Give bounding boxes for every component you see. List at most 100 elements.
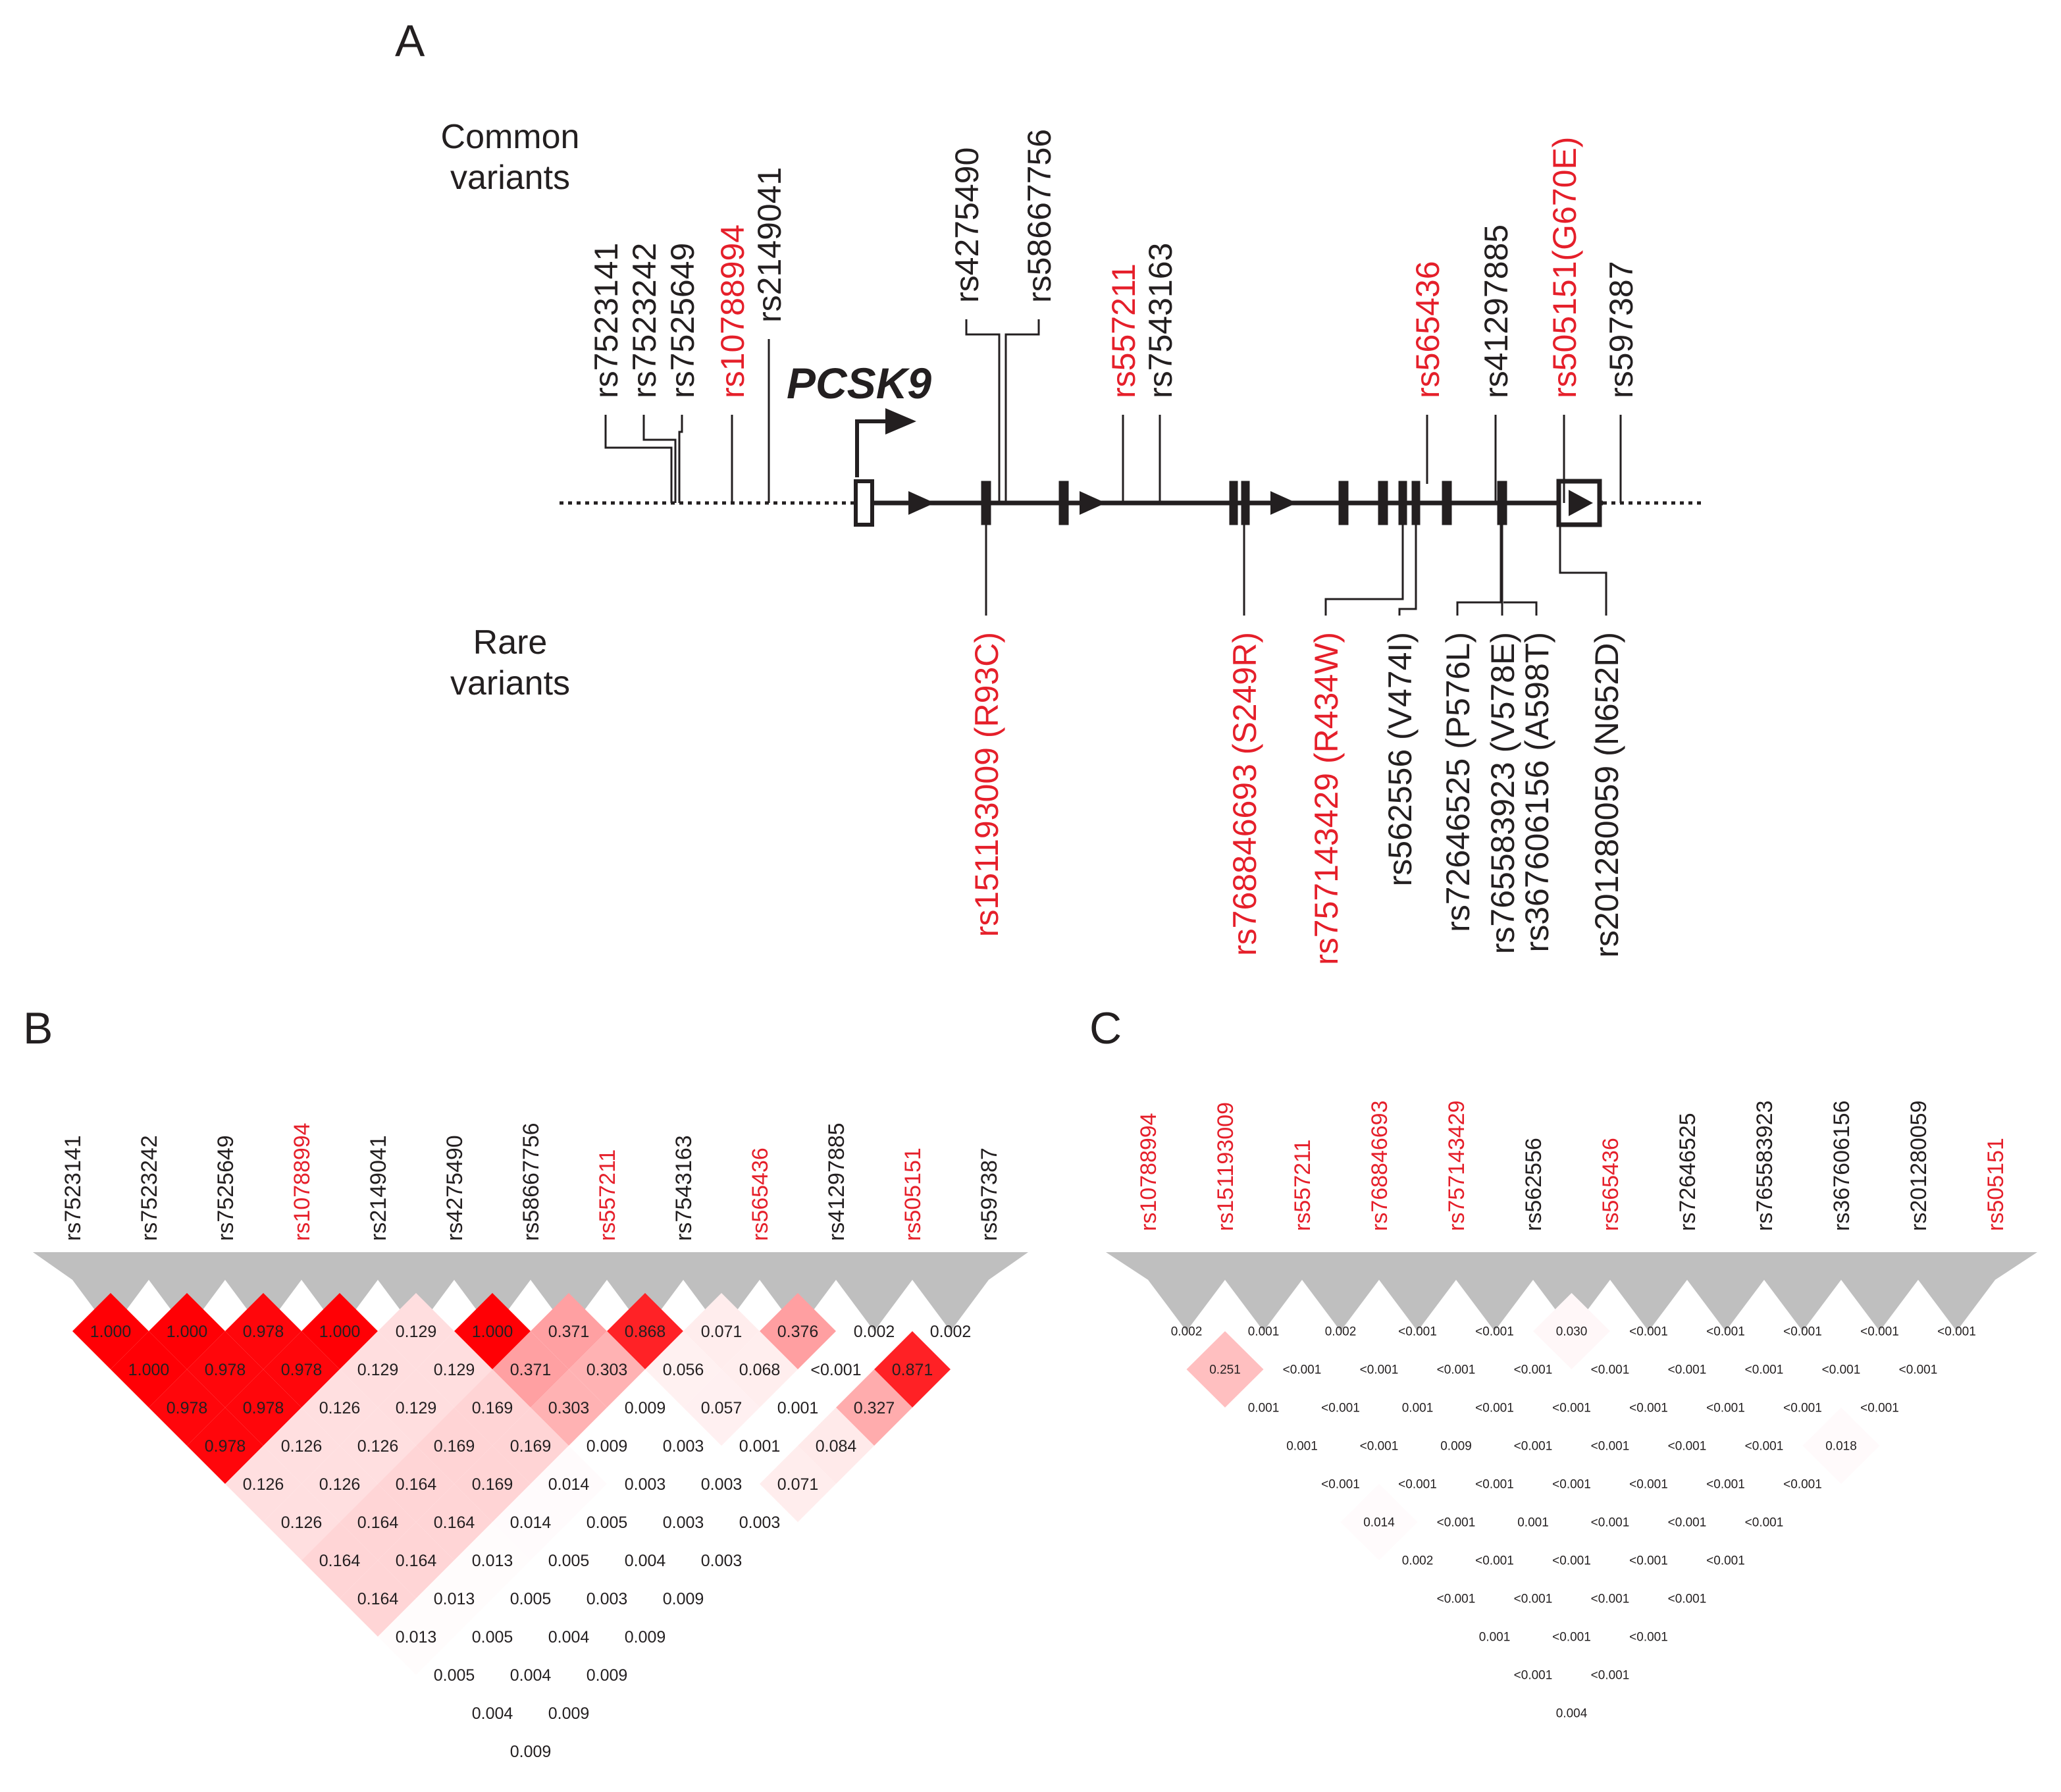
ld-cell-value: 0.057 <box>701 1399 743 1417</box>
ld-cell-value: <0.001 <box>1552 1402 1591 1415</box>
common-variant-label: rs4275490 <box>949 147 985 303</box>
ld-cell-value: <0.001 <box>1783 1325 1822 1339</box>
panel-letter-a: A <box>395 16 425 66</box>
ld-cell-value: <0.001 <box>1899 1363 1938 1377</box>
ld-cell-value: 0.009 <box>1440 1440 1472 1454</box>
ld-snp-label: rs757143429 <box>1444 1100 1469 1231</box>
ld-cell-value: 0.978 <box>243 1399 284 1417</box>
panel-letter-b: B <box>23 1003 53 1053</box>
common-variant-label: rs10788994 <box>714 224 751 398</box>
ld-cell-value: 0.126 <box>281 1514 323 1532</box>
ld-cell-value: <0.001 <box>1283 1363 1322 1377</box>
ld-cell-value: 0.978 <box>205 1437 246 1456</box>
common-variant-label: rs7523141 <box>588 243 625 398</box>
ld-snp-label: rs4275490 <box>442 1135 467 1241</box>
common-variants-label-line1: Common <box>441 118 580 156</box>
ld-cell-value: <0.001 <box>1552 1478 1591 1492</box>
ld-cell-value: 0.129 <box>396 1399 437 1417</box>
ld-cell-value: 0.129 <box>357 1361 399 1379</box>
ld-cell-value: 0.001 <box>777 1399 819 1417</box>
ld-cell-value: <0.001 <box>1398 1325 1437 1339</box>
ld-cell-value: <0.001 <box>1398 1478 1437 1492</box>
ld-cell-value: <0.001 <box>1822 1363 1861 1377</box>
common-variant-label: rs7543163 <box>1142 243 1179 398</box>
gene-name: PCSK9 <box>787 359 931 408</box>
ld-cell-value: 0.003 <box>587 1590 628 1608</box>
ld-cell-value: <0.001 <box>1552 1554 1591 1568</box>
ld-cell-value: <0.001 <box>1706 1325 1745 1339</box>
ld-cell-value: <0.001 <box>1783 1478 1822 1492</box>
ld-cell-value: 0.002 <box>1171 1325 1203 1339</box>
ld-cell-value: 0.009 <box>587 1666 628 1685</box>
ld-cell-value: <0.001 <box>1591 1669 1630 1683</box>
ld-cell-value: 0.169 <box>472 1475 513 1494</box>
ld-cell-value: <0.001 <box>1668 1363 1707 1377</box>
transcription-start-arrow-icon <box>855 408 916 477</box>
rare-variant-leader-line <box>1456 525 1502 616</box>
ld-cell-value: 1.000 <box>319 1323 361 1341</box>
ld-cell-value: 0.001 <box>1286 1440 1318 1454</box>
ld-cell-value: 0.129 <box>434 1361 475 1379</box>
ld-cell-value: <0.001 <box>1629 1402 1668 1415</box>
ld-cell-value: 0.868 <box>625 1323 666 1341</box>
rare-variant-label: rs151193009 (R93C) <box>968 632 1005 937</box>
ld-cell-value: 0.004 <box>625 1552 666 1570</box>
ld-cell-value: <0.001 <box>1591 1593 1630 1606</box>
ld-cell-value: <0.001 <box>1552 1631 1591 1645</box>
ld-cell-value: 0.003 <box>739 1514 781 1532</box>
ld-cell-value: 0.013 <box>396 1628 437 1647</box>
ld-cell-value: 0.169 <box>434 1437 475 1456</box>
ld-cell-value: 0.169 <box>510 1437 552 1456</box>
ld-cell-value: 0.001 <box>1479 1631 1511 1645</box>
ld-cell-value: 0.004 <box>472 1704 513 1723</box>
ld-snp-label: rs557211 <box>595 1149 620 1241</box>
ld-cell-value: 0.376 <box>777 1323 819 1341</box>
ld-snp-label: rs565436 <box>748 1147 773 1241</box>
ld-snp-label: rs41297885 <box>824 1122 849 1241</box>
common-variant-leader-line <box>642 415 677 503</box>
ld-cell-value: 0.164 <box>396 1552 437 1570</box>
ld-snp-label: rs10788994 <box>1136 1113 1161 1231</box>
ld-cell-value: 1.000 <box>128 1361 170 1379</box>
ld-cell-value: <0.001 <box>1514 1593 1553 1606</box>
rare-variant-label: rs562556 (V474I) <box>1382 632 1419 886</box>
common-variant-leader-line <box>1004 319 1040 503</box>
ld-snp-label: rs7543163 <box>671 1135 696 1241</box>
ld-snp-label: rs562556 <box>1521 1138 1546 1231</box>
ld-cell-value: <0.001 <box>1783 1402 1822 1415</box>
ld-cell-value: 0.978 <box>205 1361 246 1379</box>
ld-cell-value: 0.004 <box>510 1666 552 1685</box>
ld-cell-value: 0.005 <box>548 1552 590 1570</box>
direction-arrow-icon <box>1080 491 1106 515</box>
ld-cell-value: <0.001 <box>1475 1402 1514 1415</box>
ld-cell-value: <0.001 <box>1860 1325 1899 1339</box>
ld-cell-value: 1.000 <box>90 1323 132 1341</box>
ld-cell-value: 0.164 <box>434 1514 475 1532</box>
ld-snp-label: rs58667756 <box>519 1122 544 1241</box>
ld-cell-value: <0.001 <box>1706 1478 1745 1492</box>
ld-cell-value: 0.005 <box>434 1666 475 1685</box>
ld-cell-value: 0.068 <box>739 1361 781 1379</box>
ld-cell <box>1186 1331 1264 1408</box>
ld-cell-value: 0.005 <box>510 1590 552 1608</box>
ld-cell <box>1340 1484 1418 1560</box>
common-variant-label: rs7525649 <box>664 243 701 398</box>
ld-cell-value: <0.001 <box>1860 1402 1899 1415</box>
ld-cell <box>378 1598 454 1675</box>
common-variant-label: rs505151(G670E) <box>1546 137 1583 398</box>
ld-snp-label: rs72646525 <box>1675 1113 1700 1231</box>
ld-cell-value: 0.126 <box>357 1437 399 1456</box>
ld-cell-value: 0.002 <box>1402 1554 1434 1568</box>
ld-cell-value: 0.003 <box>663 1437 704 1456</box>
exons <box>854 479 1602 527</box>
ld-cell-value: 0.871 <box>892 1361 933 1379</box>
ld-cell-value: 0.003 <box>701 1475 743 1494</box>
ld-snp-label: rs10788994 <box>290 1122 315 1241</box>
common-variant-label: rs41297885 <box>1478 224 1515 398</box>
ld-header-band <box>33 1252 1028 1331</box>
ld-cell-value: <0.001 <box>1706 1554 1745 1568</box>
ld-cell-value: 0.978 <box>167 1399 208 1417</box>
